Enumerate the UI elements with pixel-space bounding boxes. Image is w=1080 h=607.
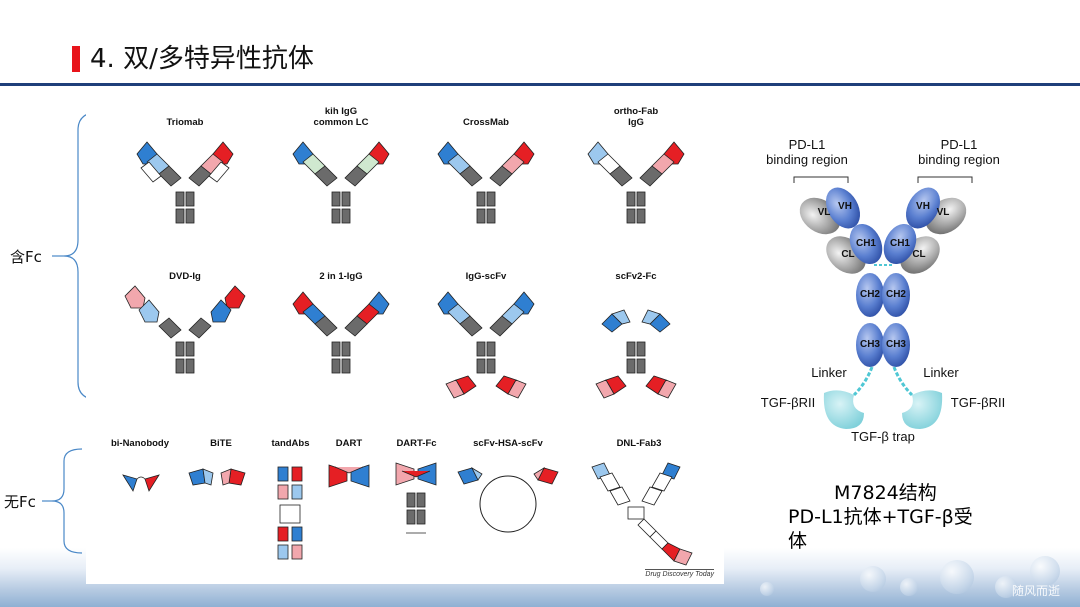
- format-label-bite: BiTE: [210, 438, 232, 449]
- format-label-triomab: Triomab: [166, 117, 204, 128]
- vl-left-label: VL: [817, 207, 831, 218]
- dart-shape: [328, 464, 370, 488]
- ch1-right-label: CH1: [889, 238, 910, 249]
- page-title: 4. 双/多特异性抗体: [90, 44, 314, 74]
- dvd-ig-shape: [124, 285, 246, 374]
- vl-right-label: VL: [936, 207, 950, 218]
- format-label-igg-scfv: IgG-scFv: [465, 271, 507, 282]
- ch1-right: [883, 223, 917, 265]
- without-fc-brace: [42, 448, 83, 554]
- tgf-brii-label-left: TGF-βRII: [760, 395, 816, 410]
- scfv2-fc-shape: [595, 309, 677, 399]
- tgf-trap-label: TGF-β trap: [851, 429, 915, 444]
- format-label-dvd-ig: DVD-Ig: [169, 271, 201, 282]
- format-label-bi-nanobody: bi-Nanobody: [110, 438, 170, 449]
- caption-line-1: M7824结构: [834, 482, 937, 504]
- format-label-scfv-hsa-scfv: scFv-HSA-scFv: [473, 438, 543, 449]
- ch1-left-label: CH1: [855, 238, 876, 249]
- format-label-dart-fc: DART-Fc: [396, 438, 437, 449]
- two-in-one-igg-shape: [292, 291, 390, 374]
- bispecific-formats-figure: Triomab kih IgG common LC CrossMab ortho…: [86, 97, 724, 584]
- m7824-caption: M7824结构 PD-L1抗体+TGF-β受 体: [788, 481, 998, 553]
- format-label-dnl-fab3: DNL-Fab3: [616, 438, 662, 449]
- vh-right: [905, 187, 941, 229]
- ch2-left-label: CH2: [859, 289, 880, 300]
- ch2-right: [882, 273, 910, 317]
- vh-right-label: VH: [916, 201, 930, 212]
- bubble-decoration: [760, 582, 774, 596]
- title-accent-bar: [72, 46, 80, 72]
- linker-label-left: Linker: [811, 365, 847, 380]
- bubble-decoration: [1030, 556, 1060, 586]
- ch1-left: [849, 223, 883, 265]
- caption-line-2: PD-L1抗体+TGF-β受: [788, 506, 973, 528]
- with-fc-brace: [52, 111, 101, 401]
- without-fc-label: 无Fc: [4, 493, 36, 511]
- dnl-fab3-shape: [591, 462, 693, 566]
- format-label-2in1-igg: 2 in 1-IgG: [319, 271, 363, 282]
- bubble-decoration: [940, 560, 974, 594]
- crossmab-shape: [437, 141, 535, 224]
- format-label-tandabs: tandAbs: [271, 438, 310, 449]
- ch3-left: [856, 323, 884, 367]
- m7824-structure-svg: [793, 176, 973, 429]
- bubble-decoration: [995, 576, 1017, 598]
- tgf-brii-left: [823, 390, 864, 429]
- formats-diagram: [122, 141, 693, 566]
- ch3-right: [882, 323, 910, 367]
- with-fc-label: 含Fc: [10, 248, 42, 266]
- ch3-right-label: CH3: [885, 339, 906, 350]
- ch2-right-label: CH2: [885, 289, 906, 300]
- cl-left-label: CL: [841, 249, 855, 260]
- dart-fc-shape: [395, 462, 437, 534]
- format-label-kih-igg: kih IgG common LC: [313, 106, 369, 128]
- m7824-diagram: PD-L1 binding region PD-L1 binding regio…: [738, 125, 1028, 455]
- bi-nanobody-shape: [122, 474, 160, 492]
- tandabs-shape: [277, 466, 303, 560]
- scfv-hsa-scfv-shape: [457, 466, 559, 533]
- kih-igg-shape: [292, 141, 390, 224]
- format-label-scfv2-fc: scFv2-Fc: [615, 271, 657, 282]
- igg-scfv-shape: [437, 291, 535, 399]
- format-label-dart: DART: [335, 438, 363, 449]
- ch2-left: [856, 273, 884, 317]
- linker-label-right: Linker: [923, 365, 959, 380]
- ch3-left-label: CH3: [859, 339, 880, 350]
- tgf-brii-right: [902, 390, 943, 429]
- pdl1-region-label-right: PD-L1 binding region: [918, 137, 1000, 167]
- vh-left-label: VH: [838, 201, 852, 212]
- title-divider: [0, 83, 1080, 86]
- bubble-decoration: [900, 578, 918, 596]
- ortho-fab-shape: [587, 141, 685, 224]
- tgf-brii-label-right: TGF-βRII: [950, 395, 1006, 410]
- bite-shape: [188, 468, 246, 486]
- format-label-crossmab: CrossMab: [463, 117, 509, 128]
- vh-left: [825, 187, 861, 229]
- figure-credit: Drug Discovery Today: [645, 569, 714, 578]
- pdl1-region-label-left: PD-L1 binding region: [766, 137, 848, 167]
- watermark: 随风而逝: [1011, 584, 1060, 598]
- format-label-ortho-fab: ortho-Fab IgG: [613, 106, 659, 128]
- caption-line-3: 体: [788, 530, 808, 552]
- cl-right-label: CL: [912, 249, 926, 260]
- bubble-decoration: [860, 566, 886, 592]
- triomab-shape: [136, 141, 234, 224]
